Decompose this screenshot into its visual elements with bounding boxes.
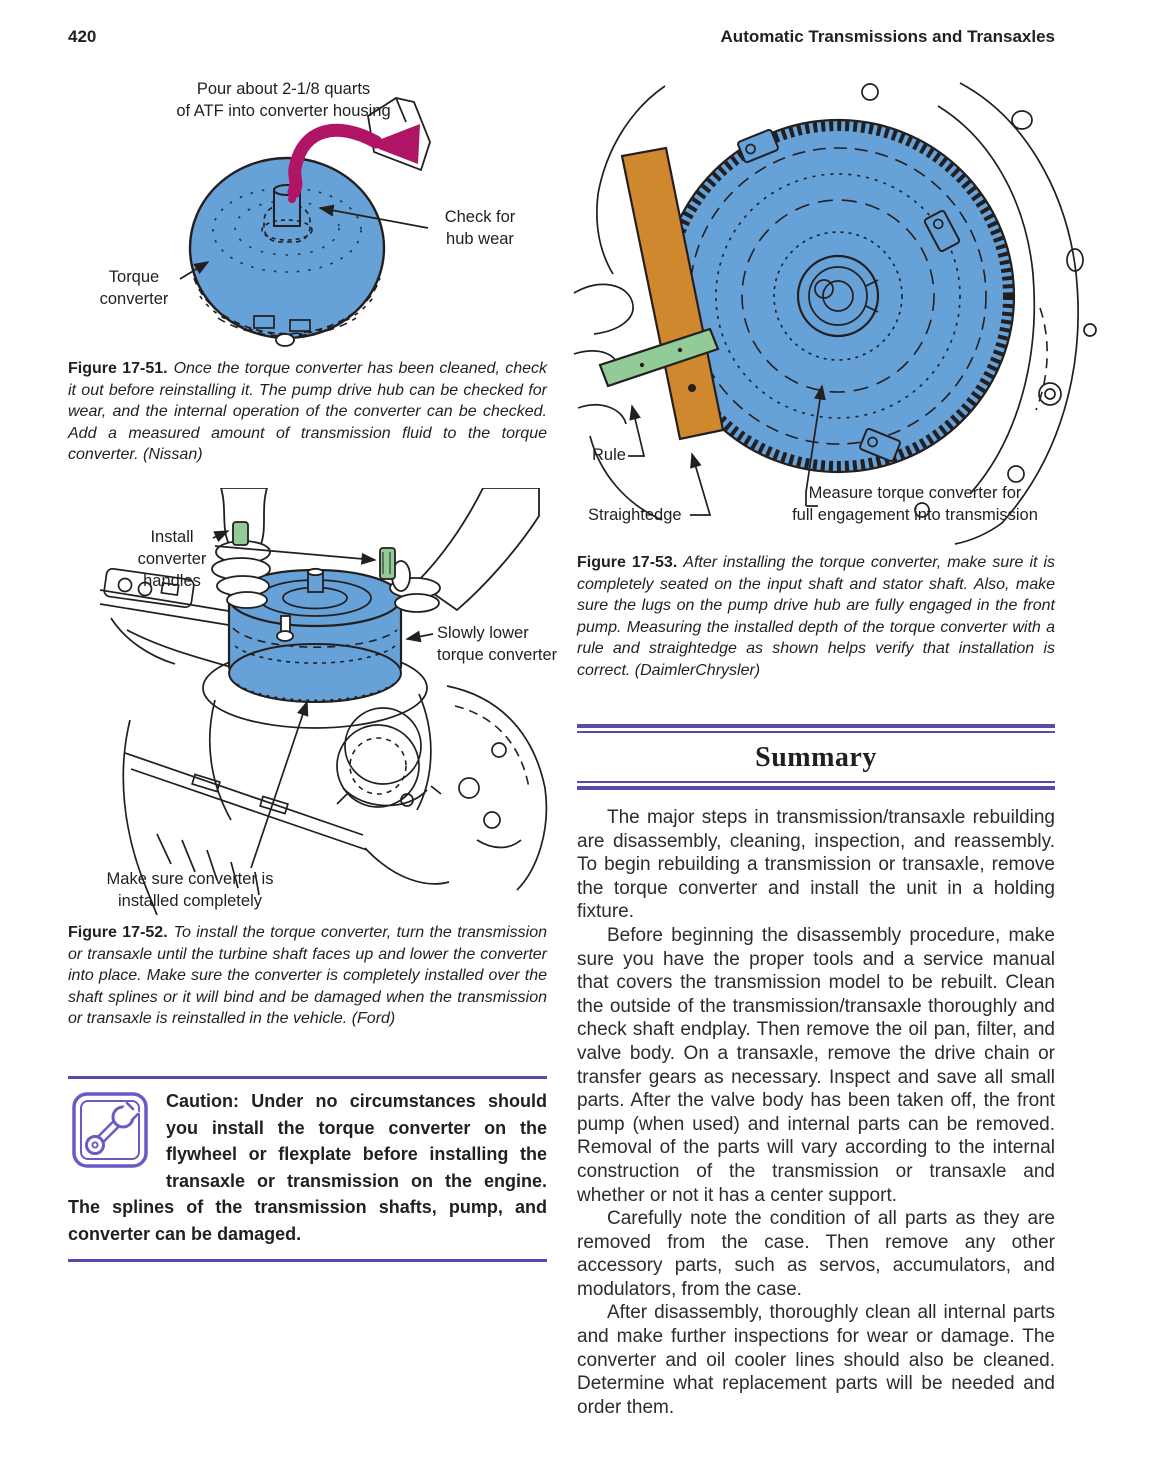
label-measure-engagement: Measure torque converter for full engage… <box>792 484 1038 524</box>
caption-lead: Figure 17-53. <box>577 554 678 571</box>
running-head: Automatic Transmissions and Transaxles <box>720 27 1055 46</box>
summary-paragraph: The major steps in transmission/transaxl… <box>577 807 1055 923</box>
figure-17-53-illustration: Rule Straightedge Measure torque convert… <box>570 78 1100 548</box>
divider <box>577 786 1055 790</box>
caution-text: Caution: Under no circumstances should y… <box>68 1091 547 1244</box>
figure-17-53-caption: Figure 17-53.After installing the torque… <box>577 552 1055 682</box>
divider <box>577 724 1055 728</box>
label-rule: Rule <box>592 446 626 464</box>
label-check-hub-wear: Check for hub wear <box>444 208 516 248</box>
summary-section: Summary The major steps in transmission/… <box>577 724 1055 1419</box>
page-header: 420 Automatic Transmissions and Transaxl… <box>68 27 1055 47</box>
caption-lead: Figure 17-51. <box>68 360 168 377</box>
converter-install-drawing <box>99 488 548 915</box>
caption-body: To install the torque converter, turn th… <box>68 924 547 1028</box>
figure-17-52-caption: Figure 17-52.To install the torque conve… <box>68 922 547 1030</box>
label-slowly-lower: Slowly lower torque converter <box>437 624 558 664</box>
figure-17-51-caption: Figure 17-51.Once the torque converter h… <box>68 358 547 466</box>
caption-lead: Figure 17-52. <box>68 924 168 941</box>
figure-17-52-illustration: Install converter handles Slowly lower t… <box>65 488 557 915</box>
wrench-icon <box>72 1092 148 1168</box>
caption-body: After installing the torque converter, m… <box>577 554 1056 679</box>
torque-converter-drawing <box>179 97 431 347</box>
label-installed-completely: Make sure converter is installed complet… <box>106 870 274 910</box>
summary-title: Summary <box>755 742 877 773</box>
summary-paragraph: Before beginning the disassembly procedu… <box>577 924 1055 1206</box>
divider <box>577 731 1055 733</box>
figure-17-51-illustration: Pour about 2-1/8 quarts of ATF into conv… <box>68 78 548 352</box>
label-straightedge: Straightedge <box>588 506 682 524</box>
label-pour-atf: Pour about 2-1/8 quarts of ATF into conv… <box>176 80 391 120</box>
summary-paragraph: After disassembly, thoroughly clean all … <box>577 1302 1055 1418</box>
label-torque-converter: Torque converter <box>99 268 169 308</box>
caption-body: Once the torque converter has been clean… <box>68 360 548 464</box>
summary-paragraph: Carefully note the condition of all part… <box>577 1208 1055 1300</box>
caution-box: Caution: Under no circumstances should y… <box>68 1076 547 1262</box>
converter-measurement-drawing <box>573 82 1097 545</box>
page-number: 420 <box>68 27 97 46</box>
divider <box>577 781 1055 783</box>
label-install-handles: Install converter handles <box>137 528 207 590</box>
